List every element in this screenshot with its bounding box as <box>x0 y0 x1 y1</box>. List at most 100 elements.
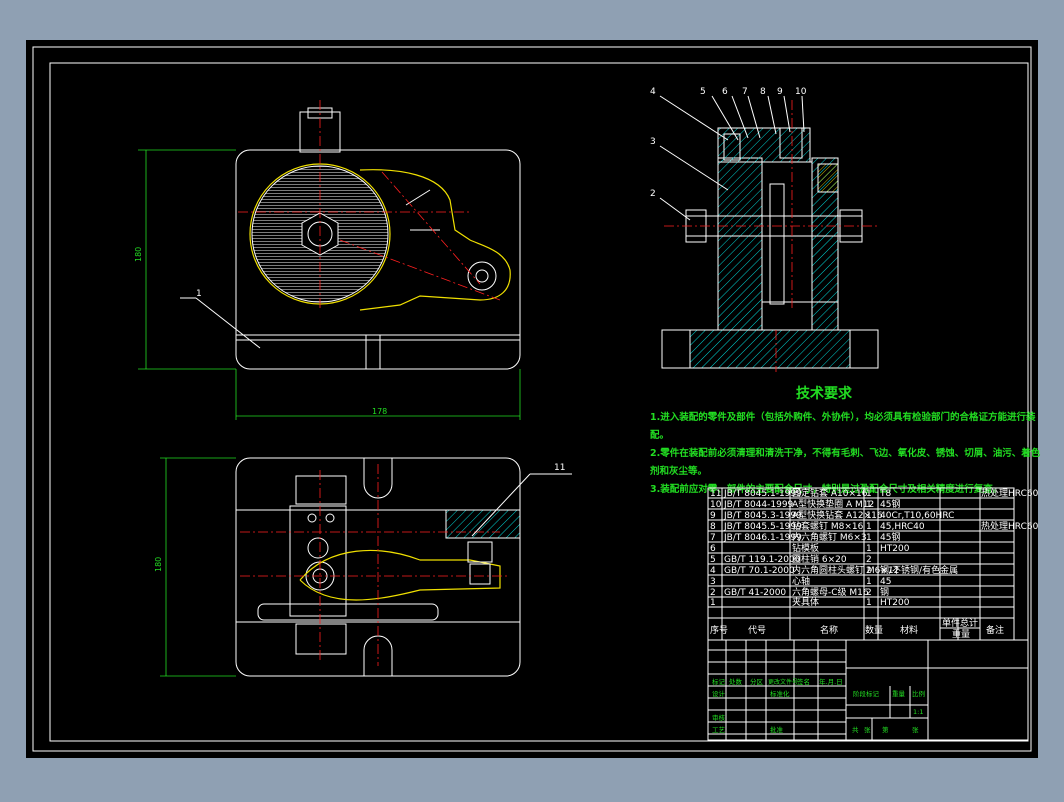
svg-text:40Cr,T10,60HRC: 40Cr,T10,60HRC <box>880 511 954 521</box>
front-view: 1 180 178 <box>134 100 521 420</box>
callout-9: 9 <box>777 87 783 97</box>
svg-text:A型快换钻套 A12×16: A型快换钻套 A12×16 <box>792 509 883 521</box>
dim-front-width: 178 <box>372 407 387 416</box>
svg-text:JB/T 8045.5-1999: JB/T 8045.5-1999 <box>723 522 802 532</box>
callout-1: 1 <box>196 289 202 299</box>
svg-text:钢/不锈钢/有色金属: 钢/不锈钢/有色金属 <box>880 564 958 576</box>
svg-text:GB/T 41-2000: GB/T 41-2000 <box>724 588 786 598</box>
bom-row: 6 钻模板 1 HT200 <box>710 542 910 554</box>
svg-text:8: 8 <box>710 522 716 532</box>
svg-text:钻套螺钉 M8×16: 钻套螺钉 M8×16 <box>792 520 864 532</box>
tb-approve: 批准 <box>770 725 784 734</box>
top-view: 11 180 <box>154 457 572 677</box>
svg-text:10: 10 <box>710 500 722 510</box>
tb-stage-mark: 阶段标记 <box>853 689 880 698</box>
svg-text:内六角螺钉 M6×3: 内六角螺钉 M6×3 <box>792 531 867 543</box>
svg-text:45: 45 <box>880 577 891 587</box>
tech-req-line-1: 1.进入装配的零件及部件（包括外购件、外协件），均必须具有检验部门的合格证方能进… <box>650 411 1036 423</box>
svg-text:JB/T 8044-1999: JB/T 8044-1999 <box>723 500 794 510</box>
svg-text:4: 4 <box>710 566 716 576</box>
outer-frame <box>32 46 1032 752</box>
svg-text:代号: 代号 <box>748 625 766 636</box>
tb-count: 处数 <box>729 677 743 686</box>
tech-req-line-3: 2.零件在装配前必须清理和清洗干净，不得有毛刺、飞边、氧化皮、锈蚀、切屑、油污、… <box>650 447 1041 459</box>
bom-row: 8 JB/T 8045.5-1999 钻套螺钉 M8×16 1 45,HRC40… <box>710 520 1039 532</box>
callout-5: 5 <box>700 87 706 97</box>
callout-2: 2 <box>650 189 656 199</box>
callout-3: 3 <box>650 137 656 147</box>
tb-date: 年.月.日 <box>819 677 843 686</box>
svg-text:1: 1 <box>866 489 872 499</box>
svg-text:固定钻套 A10×16: 固定钻套 A10×16 <box>792 487 868 499</box>
svg-text:45钢: 45钢 <box>880 531 900 543</box>
inner-frame <box>49 62 1029 742</box>
svg-text:1: 1 <box>866 544 872 554</box>
svg-text:1: 1 <box>866 533 872 543</box>
tb-process: 工艺 <box>712 726 726 734</box>
svg-text:单件: 单件 <box>942 617 960 629</box>
callout-8: 8 <box>760 87 766 97</box>
svg-text:数量: 数量 <box>865 624 883 636</box>
svg-text:JB/T 8045.3-1999: JB/T 8045.3-1999 <box>723 511 802 521</box>
svg-text:1: 1 <box>866 511 872 521</box>
tech-req-line-2: 配。 <box>650 430 669 441</box>
section-view: 4 3 2 5 6 7 8 9 10 <box>650 87 879 372</box>
svg-text:6: 6 <box>710 544 716 554</box>
svg-text:2: 2 <box>866 588 872 598</box>
bom-header: 序号 代号 名称 数量 材料 单件 总计 重量 备注 <box>710 617 1004 640</box>
svg-text:9: 9 <box>710 511 716 521</box>
svg-text:材料: 材料 <box>900 624 918 636</box>
svg-text:夹具体: 夹具体 <box>792 596 819 608</box>
callout-4: 4 <box>650 87 656 97</box>
tb-weight: 重量 <box>892 690 906 698</box>
tb-sheet-label: 张 <box>864 725 871 734</box>
svg-text:内六角圆柱头螺钉 M6×12: 内六角圆柱头螺钉 M6×12 <box>792 564 899 576</box>
bom-table: 11 JB/T 8045.1-1999 固定钻套 A10×16 1 T8 热处理… <box>707 487 1039 641</box>
svg-text:A型快换垫圈 A M12: A型快换垫圈 A M12 <box>792 498 874 510</box>
title-block: 标记 处数 分区 更改文件号 签名 年.月.日 设计 标准化 阶段标记 重量 比… <box>707 639 1029 741</box>
svg-text:GB/T 70.1-2000: GB/T 70.1-2000 <box>724 566 795 576</box>
technical-requirements: 技术要求 1.进入装配的零件及部件（包括外购件、外协件），均必须具有检验部门的合… <box>649 385 1041 495</box>
drawing-sheet <box>26 40 1038 758</box>
svg-text:序号: 序号 <box>710 624 728 636</box>
tb-mark: 标记 <box>712 677 726 686</box>
callout-11: 11 <box>554 463 565 473</box>
svg-text:45钢: 45钢 <box>880 498 900 510</box>
tb-scale: 比例 <box>912 689 925 698</box>
svg-text:总计: 总计 <box>960 617 978 629</box>
svg-text:HT200: HT200 <box>880 598 910 608</box>
svg-text:GB/T 119.1-2000: GB/T 119.1-2000 <box>724 555 801 565</box>
svg-text:1: 1 <box>866 577 872 587</box>
svg-text:5: 5 <box>710 555 716 565</box>
bom-row: 3 心轴 1 45 <box>710 575 891 587</box>
tech-req-title: 技术要求 <box>796 385 853 402</box>
svg-text:名称: 名称 <box>820 624 838 636</box>
tb-standardize: 标准化 <box>770 689 790 698</box>
bom-row: 11 JB/T 8045.1-1999 固定钻套 A10×16 1 T8 热处理… <box>710 487 1039 499</box>
callout-7: 7 <box>742 87 748 97</box>
svg-text:T8: T8 <box>879 489 891 499</box>
svg-text:备注: 备注 <box>986 624 1004 636</box>
tb-sheet-no: 第 <box>882 725 889 734</box>
svg-text:7: 7 <box>710 533 716 543</box>
svg-text:热处理HRC60: 热处理HRC60 <box>981 520 1039 532</box>
svg-text:2: 2 <box>866 555 872 565</box>
callout-6: 6 <box>722 87 728 97</box>
callout-10: 10 <box>795 87 807 97</box>
dim-top-height: 180 <box>154 557 163 572</box>
tech-req-line-5: 3.装配前应对零、部件的主要配合尺寸，特别是过盈配合尺寸及相关精度进行复查。 <box>650 483 1002 495</box>
tb-zone: 分区 <box>750 677 764 686</box>
svg-text:JB/T 8045.1-1999: JB/T 8045.1-1999 <box>723 489 802 499</box>
svg-text:1: 1 <box>866 500 872 510</box>
svg-text:11: 11 <box>710 489 721 499</box>
tb-signature: 签名 <box>797 677 810 686</box>
svg-text:45,HRC40: 45,HRC40 <box>880 522 925 532</box>
svg-text:3: 3 <box>710 577 716 587</box>
bom-row: 5 GB/T 119.1-2000 圆柱销 6×20 2 <box>710 553 872 565</box>
tb-sheet-label-2: 张 <box>912 725 919 734</box>
svg-text:HT200: HT200 <box>880 544 910 554</box>
svg-text:心轴: 心轴 <box>792 575 810 587</box>
tb-sheets-total: 共 <box>852 725 859 734</box>
svg-text:钻模板: 钻模板 <box>792 542 819 554</box>
